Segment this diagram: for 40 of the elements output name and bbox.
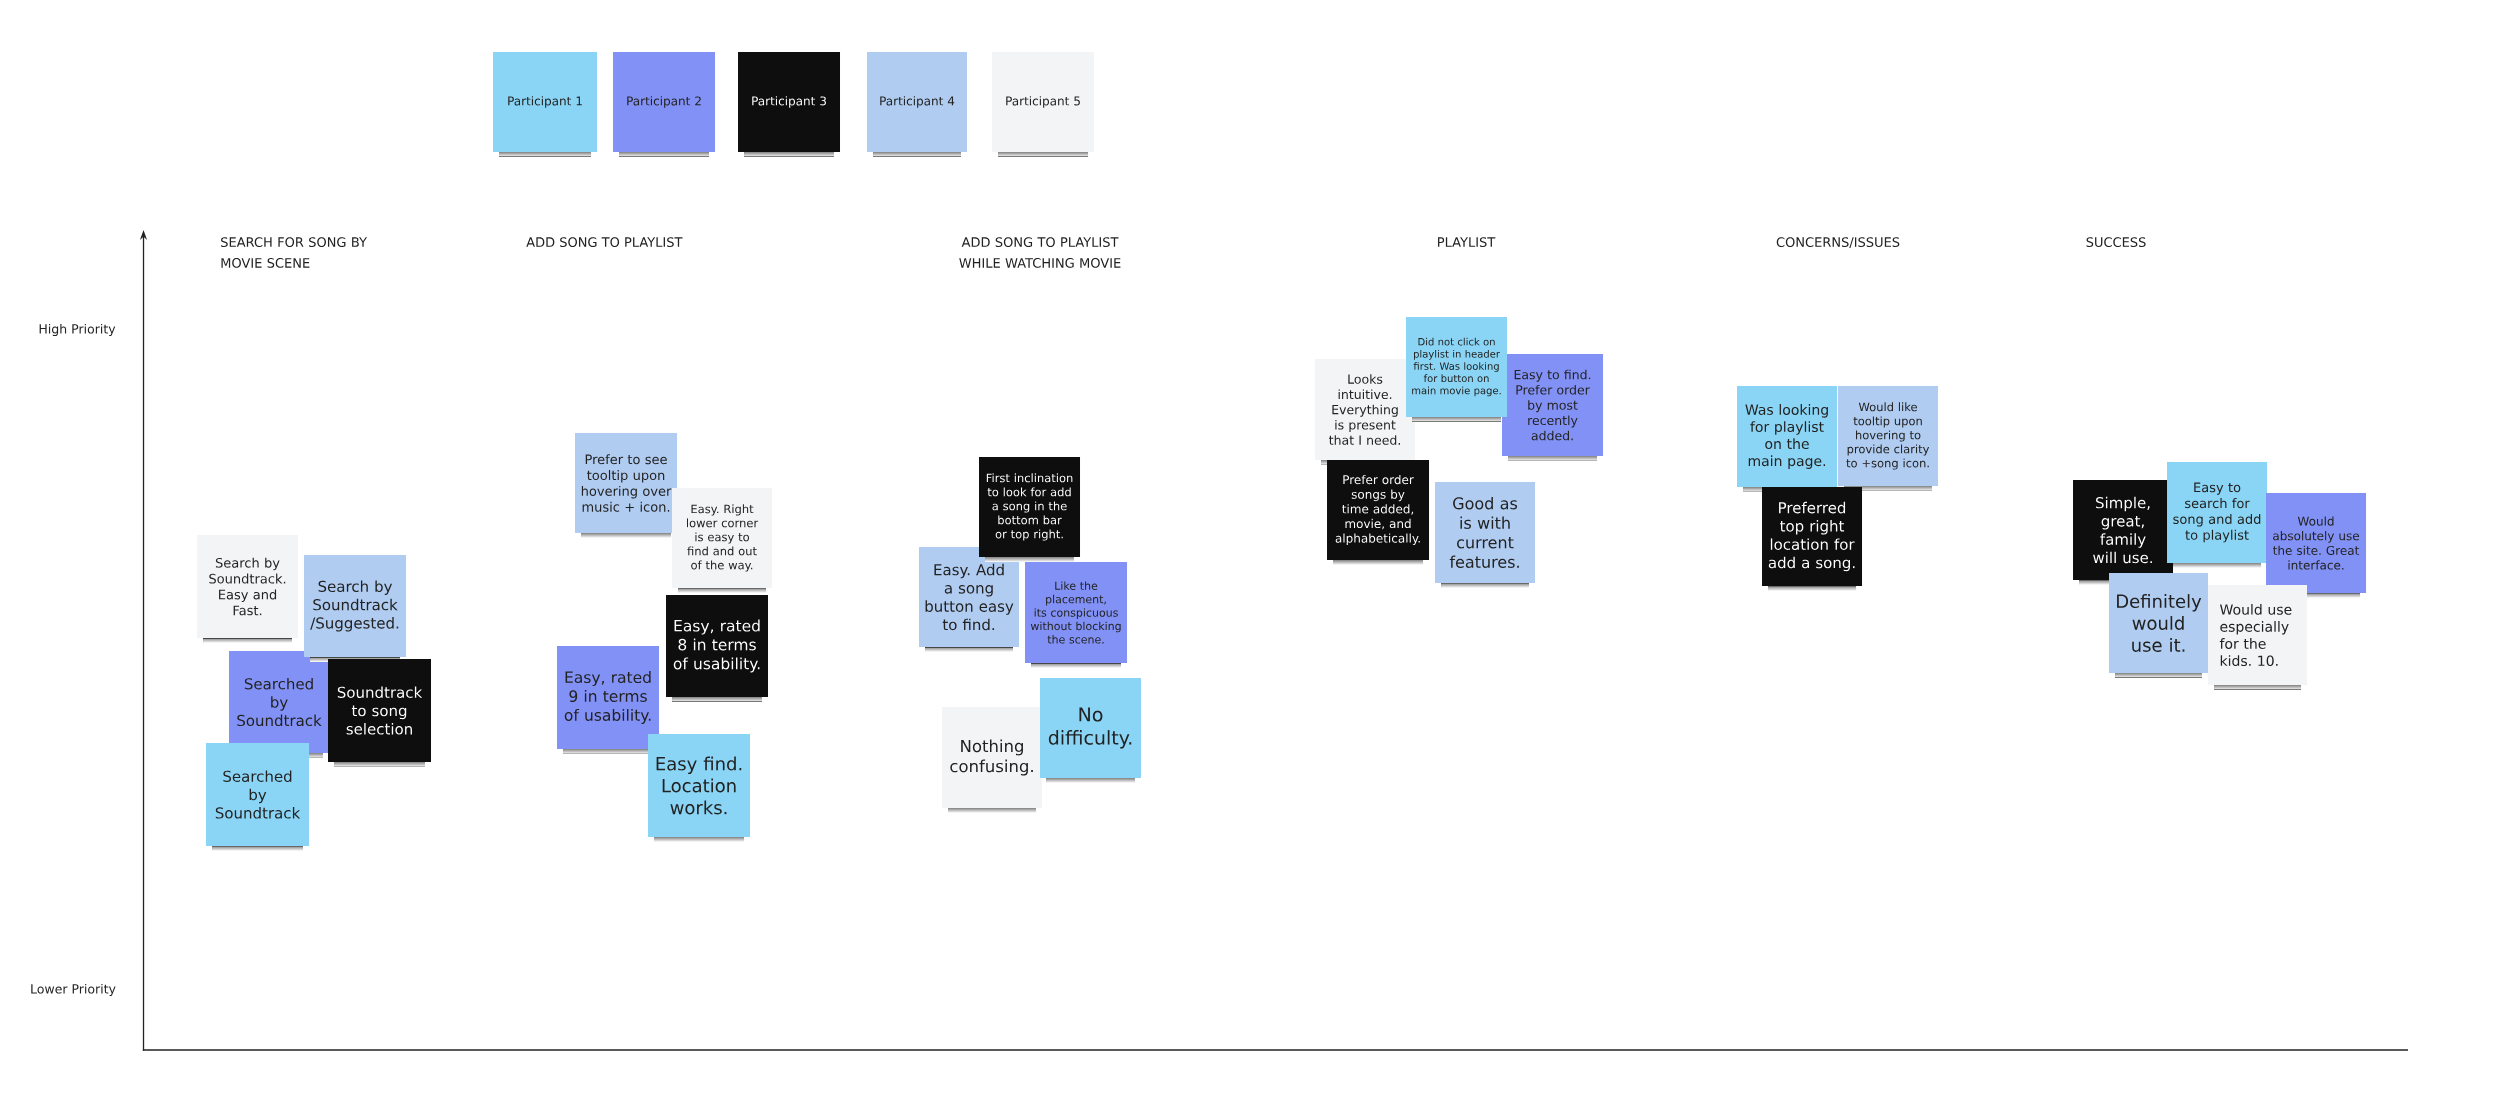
legend-sticky-note: Participant 3 bbox=[738, 52, 840, 157]
sticky-note: Prefer order songs by time added, movie, and alphabetically. bbox=[1327, 460, 1429, 565]
axis-label: High Priority bbox=[39, 323, 116, 337]
sticky-note: Easy. Right lower corner is easy to find and out of the way. bbox=[672, 488, 772, 593]
sticky-note: Would like tooltip upon hovering to provide clarity to +song icon. bbox=[1838, 386, 1938, 491]
sticky-note: Simple, great, family will use. bbox=[2073, 480, 2173, 585]
sticky-note: Would use especially for the kids. 10. bbox=[2208, 585, 2307, 690]
axis-label: Lower Priority bbox=[31, 983, 116, 997]
column-heading: SEARCH FOR SONG BY MOVIE SCENE bbox=[221, 237, 367, 268]
column-heading: ADD SONG TO PLAYLIST WHILE WATCHING MOVIE bbox=[959, 237, 1121, 268]
sticky-note: Prefer to see tooltip upon hovering over music + icon. bbox=[575, 433, 677, 538]
sticky-note: Easy, rated 8 in terms of usability. bbox=[666, 595, 768, 702]
sticky-note: Easy, rated 9 in terms of usability. bbox=[557, 646, 659, 754]
sticky-note: Searched by Soundtrack bbox=[229, 651, 329, 758]
sticky-note: Searched by Soundtrack bbox=[206, 743, 309, 851]
sticky-note: No difficulty. bbox=[1040, 678, 1141, 783]
sticky-note: Easy. Add a song button easy to find. bbox=[919, 547, 1019, 652]
sticky-note: Easy find. Location works. bbox=[648, 734, 750, 842]
column-heading: CONCERNS/ISSUES bbox=[1776, 237, 1900, 249]
sticky-note: Would absolutely use the site. Great interface. bbox=[2266, 493, 2366, 598]
sticky-note: Like the placement, its conspicuous without blocking the scene. bbox=[1025, 562, 1127, 668]
sticky-note: Did not click on playlist in header first. Was looking for button on main movie page. bbox=[1406, 317, 1507, 422]
legend-sticky-note: Participant 4 bbox=[867, 52, 967, 157]
legend-sticky-note: Participant 5 bbox=[992, 52, 1094, 157]
legend-sticky-note: Participant 2 bbox=[613, 52, 715, 157]
legend-sticky-note: Participant 1 bbox=[493, 52, 597, 157]
column-heading: SUCCESS bbox=[2086, 237, 2146, 248]
sticky-note: Easy to search for song and add to playlist bbox=[2167, 462, 2267, 568]
sticky-note: Nothing confusing. bbox=[942, 707, 1042, 813]
sticky-note: First inclination to look for add a song in the bottom bar or top right. bbox=[979, 457, 1080, 562]
sticky-note: Preferred top right location for add a song. bbox=[1762, 487, 1862, 591]
sticky-note: Soundtrack to song selection bbox=[328, 659, 431, 767]
column-heading: PLAYLIST bbox=[1438, 237, 1496, 248]
sticky-note: Easy to find. Prefer order by most recently added. bbox=[1502, 354, 1603, 461]
sticky-note: Was looking for playlist on the main page. bbox=[1737, 386, 1837, 492]
sticky-note: Definitely would use it. bbox=[2109, 573, 2208, 678]
column-heading: ADD SONG TO PLAYLIST bbox=[526, 237, 683, 248]
sticky-note: Good as is with current features. bbox=[1435, 482, 1535, 588]
sticky-note: Search by Soundtrack. Easy and Fast. bbox=[197, 535, 298, 643]
sticky-note: Search by Soundtrack /Suggested. bbox=[304, 555, 406, 662]
